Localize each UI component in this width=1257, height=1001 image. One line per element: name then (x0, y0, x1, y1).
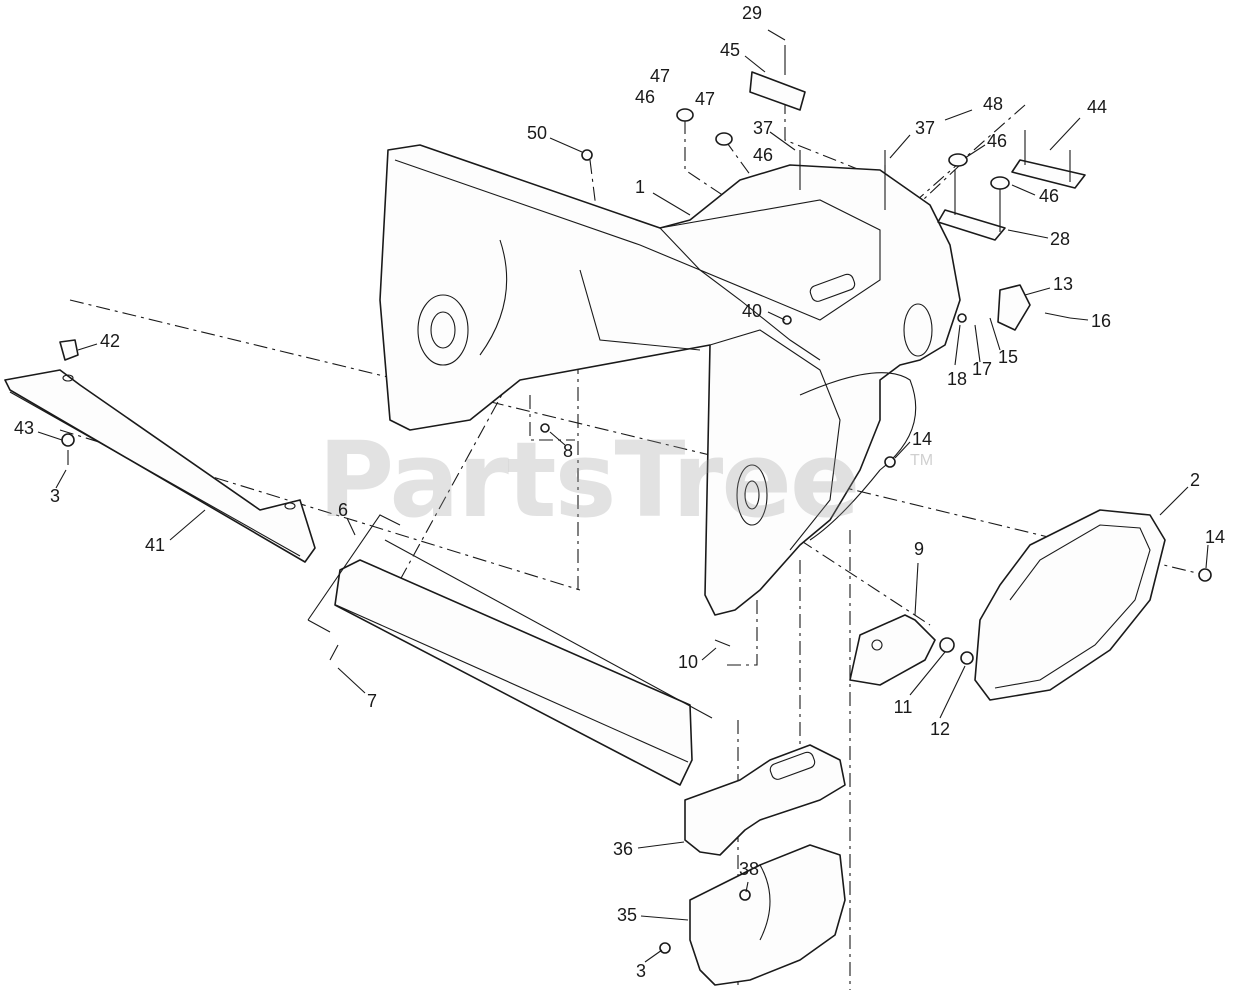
callout-3[interactable]: 3 (635, 961, 647, 981)
top-hardware (59, 45, 1212, 954)
callout-11[interactable]: 11 (893, 697, 913, 717)
callout-13[interactable]: 13 (1052, 274, 1074, 294)
callout-1[interactable]: 1 (634, 177, 646, 197)
callout-2[interactable]: 2 (1189, 470, 1201, 490)
callout-36[interactable]: 36 (612, 839, 634, 859)
callout-43[interactable]: 43 (13, 418, 35, 438)
callout-37[interactable]: 37 (914, 118, 936, 138)
callout-46[interactable]: 46 (752, 145, 774, 165)
callout-47[interactable]: 47 (694, 89, 716, 109)
callout-14[interactable]: 14 (911, 429, 933, 449)
callout-40[interactable]: 40 (741, 301, 763, 321)
callout-17[interactable]: 17 (971, 359, 993, 379)
callout-42[interactable]: 42 (99, 331, 121, 351)
callout-46[interactable]: 46 (634, 87, 656, 107)
shave-plate (307, 514, 713, 786)
callout-46[interactable]: 46 (1038, 186, 1060, 206)
callout-45[interactable]: 45 (719, 40, 741, 60)
callout-48[interactable]: 48 (982, 94, 1004, 114)
callout-37[interactable]: 37 (752, 118, 774, 138)
callout-41[interactable]: 41 (144, 535, 166, 555)
chute-housing (684, 744, 846, 986)
callout-8[interactable]: 8 (562, 441, 574, 461)
callout-9[interactable]: 9 (913, 539, 925, 559)
callout-18[interactable]: 18 (946, 369, 968, 389)
callout-46[interactable]: 46 (986, 131, 1008, 151)
callout-6[interactable]: 6 (337, 500, 349, 520)
callout-29[interactable]: 29 (741, 3, 763, 23)
callout-16[interactable]: 16 (1090, 311, 1112, 331)
callout-15[interactable]: 15 (997, 347, 1019, 367)
callout-14[interactable]: 14 (1204, 527, 1226, 547)
partstree-watermark: PartsTree (318, 419, 860, 541)
callout-44[interactable]: 44 (1086, 97, 1108, 117)
callout-50[interactable]: 50 (526, 123, 548, 143)
side-cover (974, 509, 1166, 701)
callout-3[interactable]: 3 (49, 486, 61, 506)
callout-10[interactable]: 10 (677, 652, 699, 672)
callout-38[interactable]: 38 (738, 859, 760, 879)
callout-12[interactable]: 12 (929, 719, 951, 739)
skid-shoe (849, 614, 974, 686)
leader-lines (37, 29, 1209, 963)
auger-housing (379, 144, 961, 616)
callout-35[interactable]: 35 (616, 905, 638, 925)
scraper-bar (4, 369, 316, 563)
callout-28[interactable]: 28 (1049, 229, 1071, 249)
callout-47[interactable]: 47 (649, 66, 671, 86)
callout-7[interactable]: 7 (366, 691, 378, 711)
watermark-trademark: TM (910, 452, 934, 469)
